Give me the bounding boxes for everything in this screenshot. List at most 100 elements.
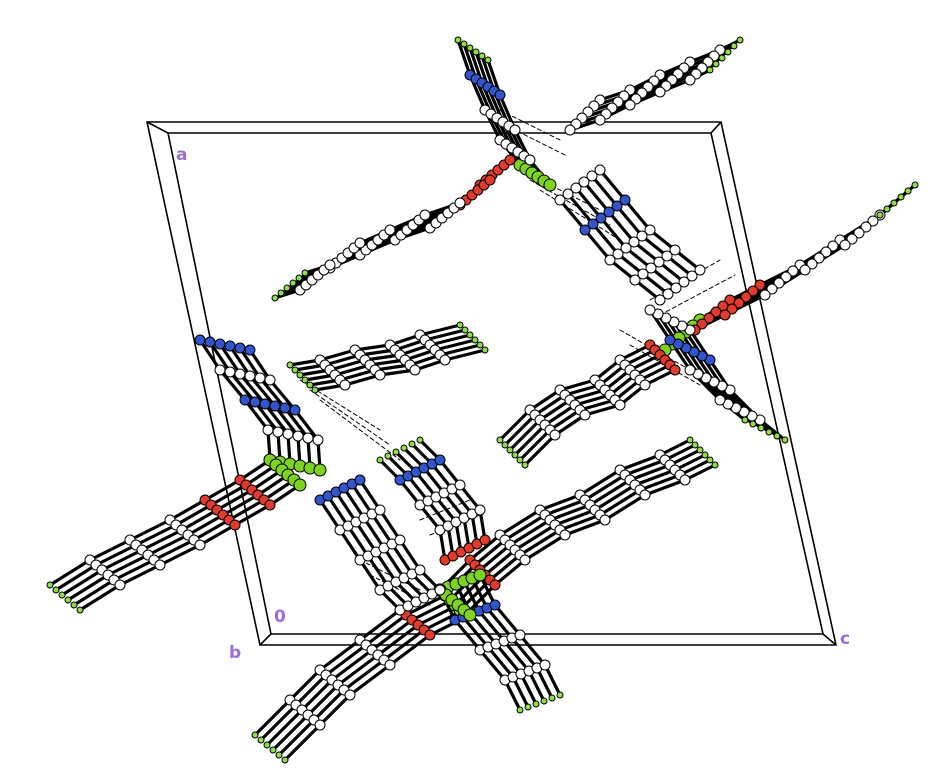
nitrogen-atom <box>595 212 607 224</box>
carbon-atom <box>639 379 651 391</box>
carbon-atom <box>853 227 865 239</box>
carbon-atom <box>439 354 451 366</box>
oxygen-atom <box>484 174 496 186</box>
hydrogen-atom <box>904 187 912 195</box>
nitrogen-atom <box>279 402 291 414</box>
carbon-atom <box>539 659 551 671</box>
carbon-atom <box>394 534 406 546</box>
carbon-atom <box>787 265 799 277</box>
hydrogen-atom <box>706 456 714 464</box>
oxygen-atom <box>504 154 516 166</box>
hydrogen-atom <box>76 606 84 614</box>
carbon-atom <box>214 364 226 376</box>
hydrogen-atom <box>478 52 486 60</box>
axis-label-c: c <box>840 629 850 649</box>
hydrogen-atom <box>890 199 898 207</box>
hydrogen-atom <box>456 321 464 329</box>
hydrogen-atom <box>46 581 54 589</box>
carbon-atom <box>154 559 166 571</box>
carbon-atom <box>292 430 304 442</box>
hydrogen-atom <box>686 436 694 444</box>
hydrogen-atom <box>295 274 303 282</box>
carbon-atom <box>354 237 366 249</box>
carbon-atom <box>639 489 651 501</box>
hydrogen-atom <box>257 736 265 744</box>
metal-atom <box>543 178 557 192</box>
carbon-atom <box>694 264 706 276</box>
oxygen-atom <box>740 291 752 303</box>
carbon-atom <box>578 176 590 188</box>
hydrogen-atom <box>757 424 765 432</box>
hydrogen-atom <box>275 751 283 759</box>
oxygen-atom <box>726 303 738 315</box>
hydrogen-atom <box>269 746 277 754</box>
carbon-atom <box>604 254 616 266</box>
carbon-atom <box>860 221 872 233</box>
carbon-atom <box>644 304 656 316</box>
nitrogen-atom <box>269 400 281 412</box>
nitrogen-atom <box>249 396 261 408</box>
hydrogen-atom <box>548 694 556 702</box>
hydrogen-atom <box>712 60 720 68</box>
axis-label-b: b <box>229 643 241 663</box>
nitrogen-atom <box>194 334 206 346</box>
oxygen-atom <box>424 629 436 641</box>
carbon-atom <box>519 554 531 566</box>
carbon-atom <box>554 194 566 206</box>
hydrogen-atom <box>301 269 309 277</box>
carbon-atom <box>514 629 526 641</box>
hydrogen-atom <box>384 452 392 460</box>
hydrogen-atom <box>524 703 532 711</box>
carbon-atom <box>624 99 636 111</box>
carbon-atom <box>562 188 574 200</box>
carbon-atom <box>686 270 698 282</box>
hydrogen-atom <box>765 428 773 436</box>
hydrogen-atom <box>883 205 891 213</box>
metal-atom <box>313 463 327 477</box>
nitrogen-atom <box>214 338 226 350</box>
carbon-atom <box>654 294 666 306</box>
hydrogen-atom <box>521 461 529 469</box>
carbon-atom <box>684 74 696 86</box>
hydrogen-atom <box>400 444 408 452</box>
carbon-atom <box>586 170 598 182</box>
carbon-atom <box>594 164 606 176</box>
carbon-atom <box>867 215 879 227</box>
hydrogen-atom <box>311 386 319 394</box>
carbon-atom <box>454 197 466 209</box>
carbon-atom <box>827 240 839 252</box>
metal-atom <box>463 608 477 622</box>
hydrogen-atom <box>481 346 489 354</box>
hydrogen-atom <box>556 691 564 699</box>
carbon-atom <box>846 233 858 245</box>
carbon-atom <box>474 504 486 516</box>
unit-cell-outline <box>146 121 837 646</box>
carbon-atom <box>509 124 521 136</box>
carbon-atom <box>599 514 611 526</box>
hydrogen-atom <box>281 756 289 764</box>
axis-label-a: a <box>176 145 187 165</box>
hydrogen-atom <box>472 48 480 56</box>
carbon-atom <box>766 283 778 295</box>
nitrogen-atom <box>244 344 256 356</box>
carbon-atom <box>344 689 356 701</box>
hydrogen-atom <box>52 586 60 594</box>
carbon-atom <box>224 366 236 378</box>
carbon-atom <box>339 379 351 391</box>
hydrogen-atom <box>271 294 279 302</box>
hydrogen-atom <box>516 706 524 714</box>
carbon-atom <box>679 474 691 486</box>
nitrogen-atom <box>204 336 216 348</box>
carbon-atom <box>653 256 665 268</box>
nitrogen-atom <box>489 599 501 611</box>
hydrogen-atom <box>736 36 744 44</box>
hydrogen-atom <box>291 366 299 374</box>
hydrogen-atom <box>506 446 514 454</box>
carbon-atom <box>374 369 386 381</box>
hydrogen-atom <box>484 56 492 64</box>
hydrogen-atom <box>286 361 294 369</box>
hydrogen-atom <box>454 36 462 44</box>
carbon-atom <box>302 432 314 444</box>
hydrogen-atom <box>263 741 271 749</box>
oxygen-atom <box>703 312 715 324</box>
